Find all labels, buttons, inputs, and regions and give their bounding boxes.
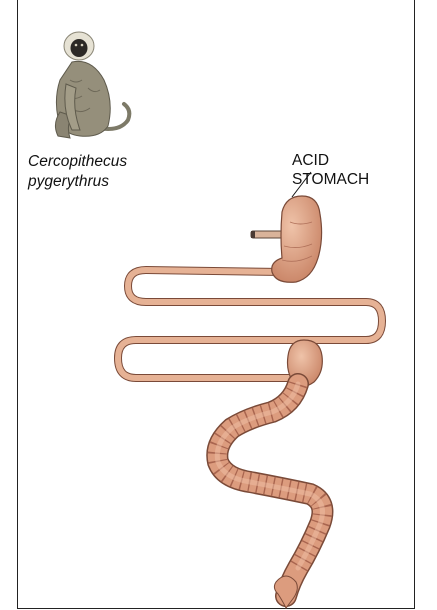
monkey-eye — [75, 44, 78, 47]
monkey-face — [71, 39, 88, 57]
esophagus — [251, 231, 283, 238]
acid-stomach-label: ACID STOMACH — [292, 151, 369, 189]
species-name: Cercopithecus pygerythrus — [28, 152, 127, 192]
monkey-illustration — [55, 32, 129, 138]
species-epithet: pygerythrus — [28, 172, 127, 192]
small-intestine — [118, 270, 382, 378]
label-line-2: STOMACH — [292, 170, 369, 189]
monkey-eye — [81, 44, 84, 47]
colon — [217, 384, 322, 596]
label-line-1: ACID — [292, 151, 369, 170]
species-genus: Cercopithecus — [28, 152, 127, 172]
acid-stomach — [272, 196, 322, 282]
